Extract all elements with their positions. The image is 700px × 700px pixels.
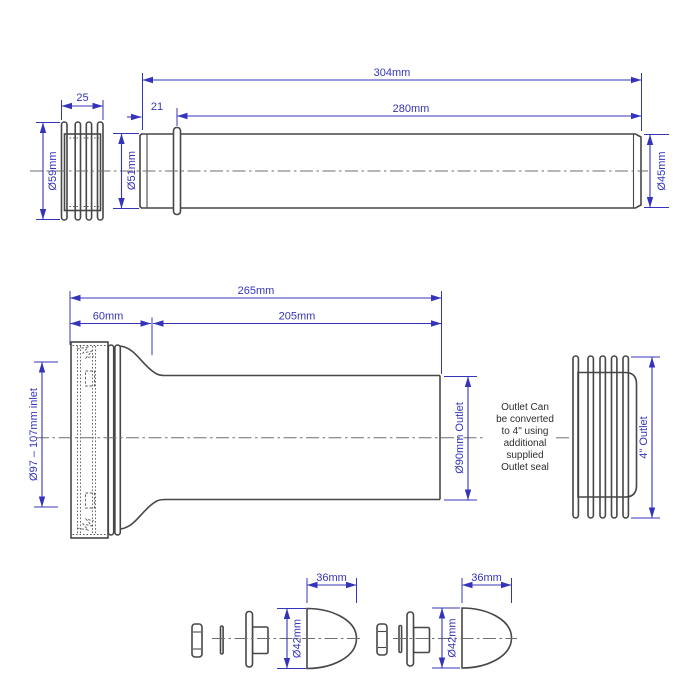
collar-offset-label: 21 <box>151 101 163 113</box>
length-to-collar-label: 280mm <box>393 103 430 115</box>
note-line: Outlet Can <box>501 402 549 413</box>
note-line: be converted <box>496 414 554 425</box>
note-line: additional <box>504 438 547 449</box>
note-line: to 4" using <box>502 426 549 437</box>
inlet-texture-detail <box>85 492 95 509</box>
cap-diameter-label: Ø42mm <box>447 618 459 657</box>
connector-taper-bottom <box>120 498 440 530</box>
inlet-body <box>70 341 109 539</box>
outlet-seal-body <box>577 371 638 498</box>
spacer-cylinder <box>376 623 388 656</box>
seal-width-label: 25 <box>76 92 88 104</box>
outlet-seal-fin <box>622 355 630 519</box>
pipe-extension-top-view: Ø59mm 25 Ø51mm 304mm 280mm 21 Ø45mm <box>30 67 669 221</box>
inlet-texture-detail <box>85 370 95 387</box>
outlet-seal-fin <box>599 355 607 519</box>
inlet-texture-detail <box>76 518 95 531</box>
cap-diameter-label: Ø42mm <box>292 619 304 658</box>
outlet-length-label: 205mm <box>279 311 316 323</box>
outlet-seal-fin <box>610 355 618 519</box>
seal-diameter-label: Ø59mm <box>47 151 59 190</box>
plug-body <box>251 626 269 655</box>
four-inch-outlet-seal: 4" Outlet <box>572 355 660 519</box>
note-line: supplied <box>506 450 543 461</box>
spacer-cylinder <box>191 623 203 658</box>
washer-edge <box>219 625 224 655</box>
plug-flange <box>245 610 254 668</box>
inlet-rib <box>114 344 122 536</box>
note-line: Outlet seal <box>501 462 549 473</box>
cap-length-label: 36mm <box>316 572 347 584</box>
outlet-seal-size-label: 4" Outlet <box>638 416 650 458</box>
pipe-inner-diameter-label: Ø51mm <box>126 151 138 190</box>
outlet-diameter-label: Ø90mm Outlet <box>454 402 466 474</box>
total-length-label: 304mm <box>374 67 411 79</box>
plug-body <box>412 626 431 654</box>
pan-connector-middle-view: 265mm 60mm 205mm Ø97 – 107mm inlet Ø90mm… <box>28 285 660 539</box>
outlet-seal-fin <box>587 355 595 519</box>
cap-length-label: 36mm <box>471 572 502 584</box>
inlet-texture-detail <box>76 346 95 359</box>
total-length-label: 265mm <box>238 285 275 297</box>
outlet-conversion-note: Outlet Can be converted to 4" using addi… <box>496 402 554 473</box>
seal-body <box>63 133 102 212</box>
fixing-kit-set-1: Ø42mm 36mm <box>191 572 362 670</box>
inlet-diameter-label: Ø97 – 107mm inlet <box>28 388 40 481</box>
inlet-length-label: 60mm <box>93 311 124 323</box>
fixing-kit-set-2: Ø42mm 36mm <box>376 572 517 669</box>
outlet-diameter-label: Ø45mm <box>656 151 668 190</box>
connector-taper-top <box>120 345 440 377</box>
inlet-rib <box>107 344 115 536</box>
